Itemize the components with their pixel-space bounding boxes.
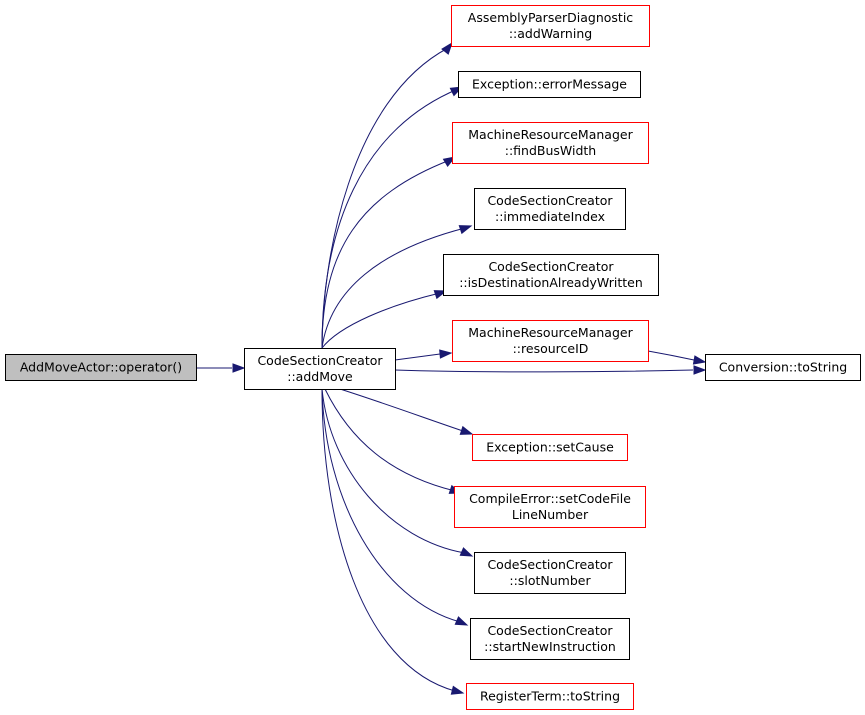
edge-addMove-to-setCodeFile bbox=[324, 388, 463, 494]
node-label: RegisterTerm::toString bbox=[480, 689, 620, 704]
node-resourceID[interactable]: MachineResourceManager::resourceID bbox=[452, 320, 649, 362]
arrowhead bbox=[692, 355, 707, 365]
edge-line bbox=[321, 88, 459, 349]
edge-resourceID-to-convToString bbox=[647, 350, 707, 365]
node-label: Exception::errorMessage bbox=[472, 77, 627, 92]
node-label: LineNumber bbox=[512, 507, 589, 522]
node-label: ::findBusWidth bbox=[505, 143, 596, 158]
node-label: CodeSectionCreator bbox=[488, 259, 614, 274]
node-label: ::startNewInstruction bbox=[484, 639, 616, 654]
node-label: CodeSectionCreator bbox=[487, 193, 613, 208]
node-box[interactable] bbox=[466, 683, 634, 710]
node-box[interactable] bbox=[244, 348, 396, 390]
edge-line bbox=[324, 388, 456, 492]
arrowhead bbox=[450, 685, 465, 695]
node-label: AddMoveActor::operator() bbox=[20, 360, 182, 375]
node-startNew[interactable]: CodeSectionCreator::startNewInstruction bbox=[470, 618, 630, 660]
edge-line bbox=[321, 292, 441, 349]
edge-line bbox=[321, 388, 461, 623]
node-box[interactable] bbox=[443, 254, 659, 296]
arrowhead bbox=[439, 349, 453, 359]
edge-line bbox=[321, 227, 466, 349]
arrowhead bbox=[454, 616, 469, 626]
edge-root-to-addMove bbox=[196, 363, 246, 373]
edge-addMove-to-startNew bbox=[321, 388, 469, 626]
node-addWarning[interactable]: AssemblyParserDiagnostic::addWarning bbox=[451, 5, 650, 47]
edge-line bbox=[321, 47, 449, 349]
edge-addMove-to-regToString bbox=[321, 388, 465, 695]
node-label: ::addMove bbox=[287, 369, 353, 384]
node-errorMessage[interactable]: Exception::errorMessage bbox=[458, 71, 641, 98]
edge-line bbox=[394, 353, 441, 361]
node-box[interactable] bbox=[452, 320, 649, 362]
node-label: Exception::setCause bbox=[486, 440, 614, 455]
node-addMove[interactable]: CodeSectionCreator::addMove bbox=[244, 348, 396, 390]
node-label: Conversion::toString bbox=[719, 360, 847, 375]
edge-line bbox=[321, 388, 456, 692]
arrowhead bbox=[459, 425, 474, 435]
node-box[interactable] bbox=[451, 5, 650, 47]
edge-line bbox=[394, 369, 694, 373]
node-label: AssemblyParserDiagnostic bbox=[468, 10, 634, 25]
node-regToString[interactable]: RegisterTerm::toString bbox=[466, 683, 634, 710]
edge-addMove-to-errorMessage bbox=[321, 86, 464, 349]
edge-line bbox=[321, 159, 451, 349]
node-label: ::immediateIndex bbox=[495, 209, 605, 224]
node-box[interactable] bbox=[474, 188, 626, 230]
arrowhead bbox=[441, 41, 453, 55]
node-label: MachineResourceManager bbox=[468, 127, 633, 142]
node-immediateIndex[interactable]: CodeSectionCreator::immediateIndex bbox=[474, 188, 626, 230]
node-box[interactable] bbox=[454, 486, 646, 528]
arrowhead bbox=[458, 225, 473, 235]
edge-addMove-to-slotNumber bbox=[321, 388, 474, 557]
node-isDestination[interactable]: CodeSectionCreator::isDestinationAlready… bbox=[443, 254, 659, 296]
edge-addMove-to-findBusWidth bbox=[321, 156, 457, 349]
edge-addMove-to-convToString bbox=[394, 365, 707, 375]
node-box[interactable] bbox=[5, 354, 197, 381]
edge-addMove-to-immediateIndex bbox=[321, 225, 473, 349]
edge-addMove-to-resourceID bbox=[394, 349, 453, 361]
node-label: CodeSectionCreator bbox=[257, 353, 383, 368]
arrowhead bbox=[232, 363, 246, 373]
node-label: CodeSectionCreator bbox=[487, 623, 613, 638]
node-label: CompileError::setCodeFile bbox=[469, 491, 631, 506]
edge-line bbox=[321, 388, 466, 554]
nodes-layer: AddMoveActor::operator()CodeSectionCreat… bbox=[5, 5, 861, 710]
node-convToString[interactable]: Conversion::toString bbox=[705, 354, 861, 381]
node-box[interactable] bbox=[474, 552, 626, 594]
edge-line bbox=[647, 350, 695, 361]
edges-layer bbox=[196, 41, 707, 695]
node-box[interactable] bbox=[472, 434, 628, 461]
node-setCause[interactable]: Exception::setCause bbox=[472, 434, 628, 461]
node-findBusWidth[interactable]: MachineResourceManager::findBusWidth bbox=[452, 122, 649, 164]
node-label: MachineResourceManager bbox=[468, 325, 633, 340]
edge-addMove-to-addWarning bbox=[321, 41, 453, 349]
node-label: ::resourceID bbox=[513, 341, 589, 356]
node-label: ::isDestinationAlreadyWritten bbox=[459, 275, 643, 290]
arrowhead bbox=[693, 365, 707, 375]
node-slotNumber[interactable]: CodeSectionCreator::slotNumber bbox=[474, 552, 626, 594]
node-label: CodeSectionCreator bbox=[487, 557, 613, 572]
edge-line bbox=[339, 388, 467, 433]
node-box[interactable] bbox=[452, 122, 649, 164]
node-box[interactable] bbox=[458, 71, 641, 98]
node-label: ::slotNumber bbox=[509, 573, 591, 588]
node-box[interactable] bbox=[470, 618, 630, 660]
node-root[interactable]: AddMoveActor::operator() bbox=[5, 354, 197, 381]
edge-addMove-to-setCause bbox=[339, 388, 474, 435]
node-label: ::addWarning bbox=[509, 26, 592, 41]
node-box[interactable] bbox=[705, 354, 861, 381]
arrowhead bbox=[459, 547, 474, 557]
